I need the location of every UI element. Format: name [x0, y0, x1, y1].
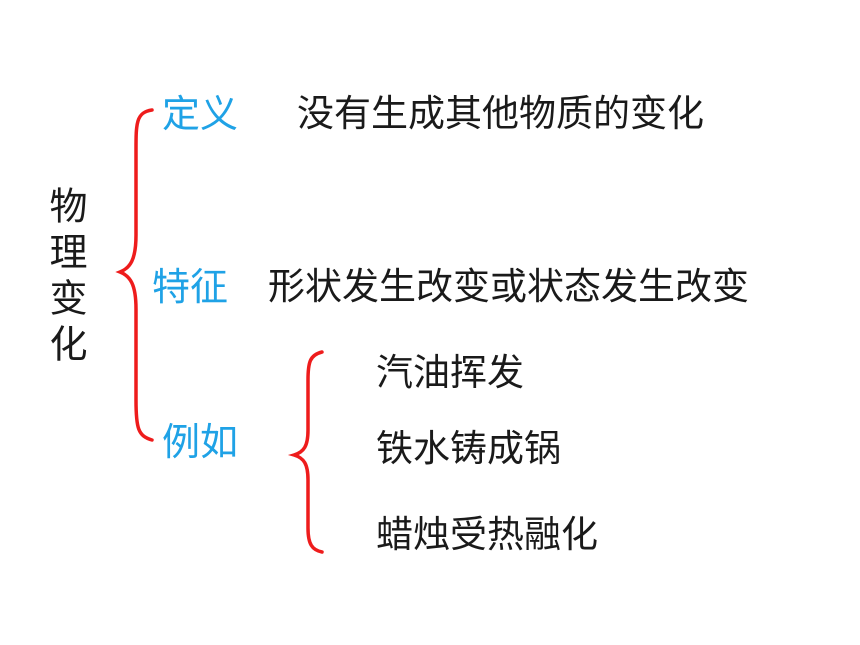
- branch-label-definition: 定义: [162, 92, 239, 136]
- branch-label-feature: 特征: [152, 265, 229, 309]
- example-item: 蜡烛受热融化: [376, 513, 598, 556]
- sub-brace: [287, 350, 324, 554]
- main-brace: [115, 108, 154, 442]
- example-item: 铁水铸成锅: [376, 427, 561, 470]
- example-item: 汽油挥发: [376, 351, 524, 394]
- branch-content-definition: 没有生成其他物质的变化: [297, 92, 704, 135]
- root-title: 物理变化: [43, 186, 87, 370]
- branch-content-feature: 形状发生改变或状态发生改变: [268, 265, 749, 308]
- branch-label-example: 例如: [162, 420, 239, 464]
